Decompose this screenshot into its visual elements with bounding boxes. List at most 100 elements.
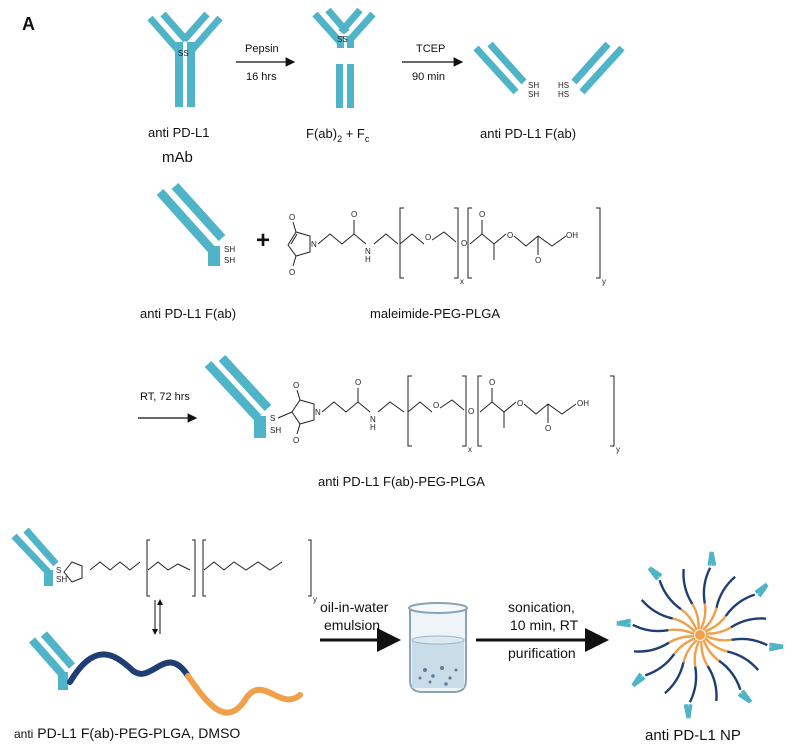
h-label: H (365, 255, 371, 264)
sh-label-b: SH (528, 90, 539, 99)
mab-icon: SS (147, 11, 223, 107)
oh-label-2: OH (577, 399, 589, 408)
disulfide-label: SS (178, 49, 189, 58)
o-label-8: O (535, 256, 541, 265)
fab-tip-icon (754, 582, 769, 598)
maleimide-peg-plga-structure: O O N O N H O x O O O O OH y (287, 207, 606, 286)
sonication-label-2: 10 min, RT (510, 617, 579, 633)
plga-arm (693, 640, 701, 667)
oh-label: OH (566, 231, 578, 240)
product-label: anti PD-L1 F(ab)-PEG-PLGA (318, 474, 485, 489)
x-subscript: x (460, 277, 464, 286)
fab-tip-icon (616, 618, 632, 628)
plga-arm (705, 634, 732, 642)
emulsion-label-2: emulsion (324, 617, 380, 633)
conjugate-solution-label: anti PD-L1 F(ab)-PEG-PLGA, DMSO (14, 725, 240, 741)
np-label: anti PD-L1 NP (645, 727, 741, 744)
plga-arm (691, 603, 700, 630)
fab2-fc-icon: SS (312, 7, 376, 108)
x-subscript-2: x (468, 445, 472, 454)
peg-chain (67, 651, 191, 685)
y-subscript: y (602, 277, 606, 286)
sh-label-d: SH (224, 256, 235, 265)
purification-label: purification (508, 645, 576, 661)
plga-arm (668, 635, 695, 644)
peg-arm (718, 659, 742, 691)
peg-arm (658, 579, 682, 611)
small-conjugate-structure: S SH y (11, 527, 317, 604)
plga-arm (702, 607, 718, 631)
o-label-16: O (545, 424, 551, 433)
nanoparticle-icon (616, 551, 784, 719)
s-label-2: S (56, 566, 61, 575)
sh-label-e: SH (270, 426, 281, 435)
o-label-9: O (293, 381, 299, 390)
plga-arm (672, 617, 696, 633)
plga-arm (702, 639, 720, 662)
o-label-10: O (293, 436, 299, 445)
s-label: S (270, 414, 275, 423)
peg-arm (688, 666, 698, 703)
hs-label-b: HS (558, 90, 569, 99)
plga-arm (673, 637, 696, 655)
o-label-12: O (433, 401, 439, 410)
peg-arm (644, 653, 676, 677)
sh-label-f: SH (56, 575, 67, 584)
fab-tip-icon (768, 642, 784, 652)
peg-arm (633, 641, 670, 653)
o-label-2: O (289, 268, 295, 277)
hs-label-a: HS (558, 81, 569, 90)
plga-arm (699, 603, 707, 630)
n-label-4: N (370, 415, 376, 424)
tcep-time: 90 min (412, 71, 445, 83)
plga-chain (185, 673, 303, 716)
n-label-3: N (315, 408, 321, 417)
fab-label-row2: anti PD-L1 F(ab) (140, 306, 236, 321)
beaker-icon (408, 602, 468, 693)
fab-tip-icon (707, 551, 717, 567)
o-label-14: O (489, 378, 495, 387)
y-subscript-3: y (313, 595, 317, 604)
fab-label-row1: anti PD-L1 F(ab) (480, 126, 576, 141)
plga-arm (704, 637, 728, 653)
o-label-3: O (351, 210, 357, 219)
fab-tip-icon (737, 689, 753, 704)
fab-tip-icon (631, 672, 646, 688)
peg-arm (682, 568, 694, 605)
o-label-15: O (517, 399, 523, 408)
plus-sign: + (256, 227, 270, 254)
fab-icon-row2: SH SH (156, 182, 235, 266)
sh-label-c: SH (224, 245, 235, 254)
n-label: N (311, 240, 317, 249)
h-label-2: H (370, 423, 376, 432)
peg-arm (730, 617, 767, 629)
fab-fragments-icon: SH SH HS HS (473, 41, 625, 99)
fab-peg-plga-structure: S SH O O N O N H O x O O O O OH y (204, 354, 620, 454)
emulsion-label-1: oil-in-water (320, 599, 389, 615)
peg-arm (632, 623, 669, 633)
fab-tip-icon (683, 703, 693, 719)
conjugate-cartoon (29, 631, 303, 716)
o-label-1: O (289, 213, 295, 222)
peg-arm (715, 575, 736, 608)
pepsin-label: Pepsin (245, 43, 279, 55)
o-label-5: O (461, 239, 467, 248)
tcep-label: TCEP (416, 43, 445, 55)
np-core (695, 630, 705, 640)
fab2-fc-label: F(ab)2 + Fc (306, 126, 370, 144)
peg-arm (702, 567, 712, 604)
o-label-11: O (355, 378, 361, 387)
plga-arm (682, 639, 698, 663)
peg-arm (727, 650, 760, 671)
peg-arm (724, 593, 756, 617)
pepsin-time: 16 hrs (246, 71, 277, 83)
plga-arm (668, 628, 695, 636)
o-label-4: O (425, 233, 431, 242)
mab-label-2: mAb (162, 149, 193, 166)
o-label-13: O (468, 407, 474, 416)
n-label-2: N (365, 247, 371, 256)
peg-arm (664, 662, 685, 695)
fab-tip-icon (647, 566, 663, 581)
plga-arm (680, 608, 698, 631)
